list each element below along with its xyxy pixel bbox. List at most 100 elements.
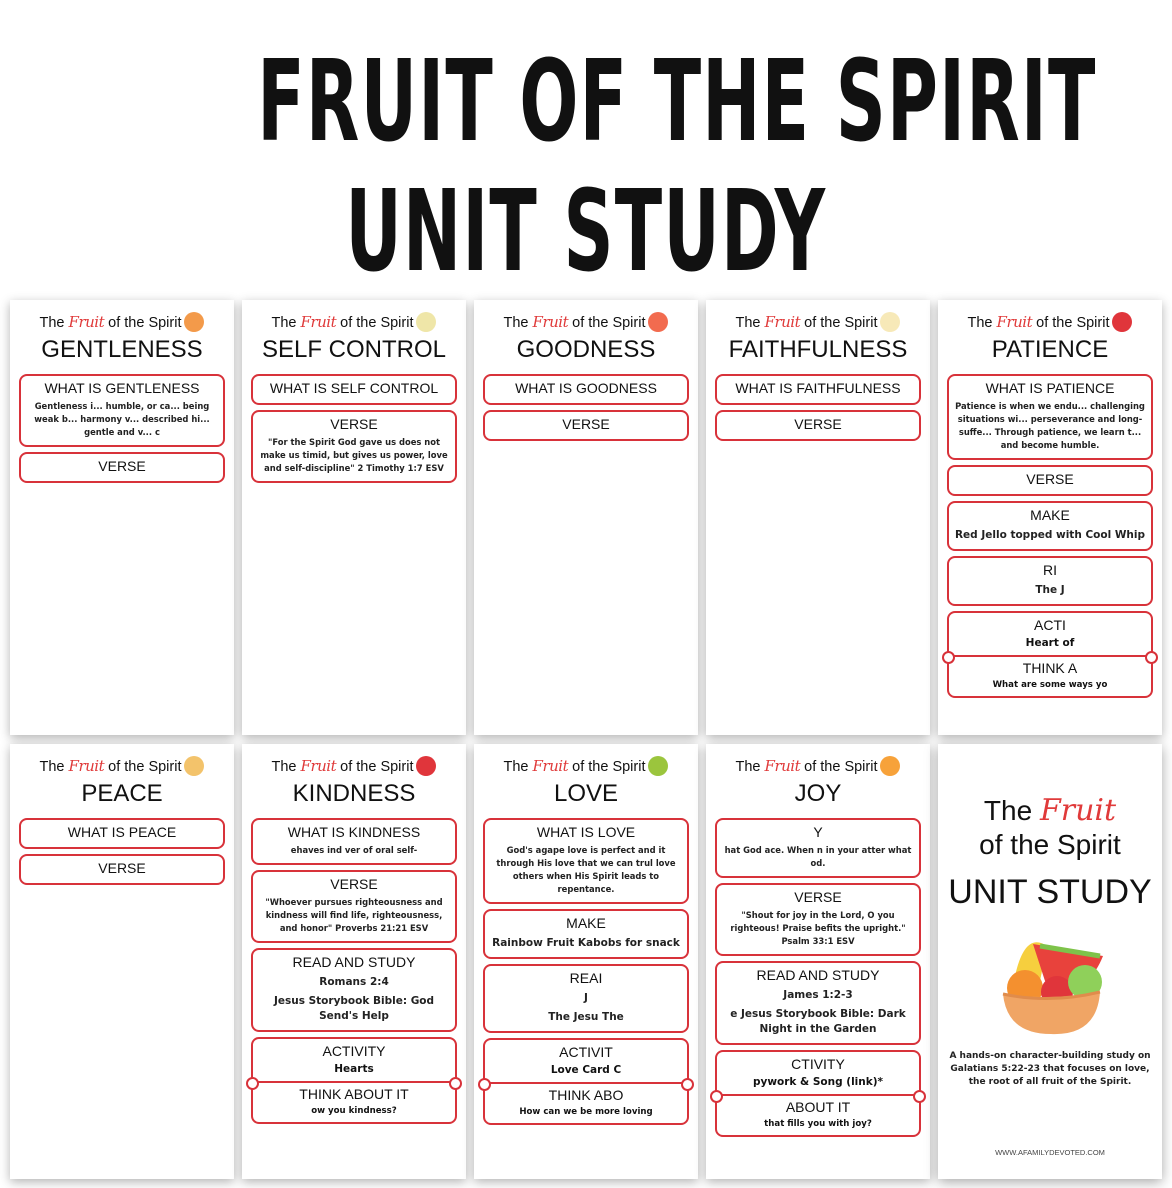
make-box-heading: MAKE: [1030, 507, 1070, 523]
what-is-box: WHAT IS SELF CONTROL: [251, 374, 457, 405]
worksheet-header: The Fruit of the Spirit: [715, 310, 921, 335]
think-text: ow you kindness?: [311, 1106, 397, 1116]
what-is-box-heading: WHAT IS PATIENCE: [985, 380, 1115, 396]
think-heading: THINK ABOUT IT: [299, 1086, 409, 1102]
think-heading: ABOUT IT: [785, 1099, 851, 1115]
verse-box-text: "Whoever pursues righteousness and kindn…: [265, 897, 443, 933]
header-of-spirit: of the Spirit: [804, 315, 878, 331]
kiwi-icon: [648, 756, 669, 776]
make-box-text: Rainbow Fruit Kabobs for snack: [492, 937, 680, 949]
worksheet-header: The Fruit of the Spirit: [251, 754, 457, 779]
headline-line-1: FRUIT OF THE SPIRIT: [257, 37, 1097, 167]
divider-knob: [913, 1090, 926, 1103]
read-study-box-text: The J: [1035, 584, 1065, 596]
activity-text: pywork & Song (link)*: [752, 1076, 884, 1088]
headline-line-2: UNIT STUDY: [345, 167, 827, 297]
make-box-text: Red Jello topped with Cool Whip: [954, 529, 1146, 541]
what-is-box-heading: Y: [813, 824, 823, 840]
header-the: The: [271, 759, 297, 775]
verse-box-heading: VERSE: [562, 416, 610, 432]
strawberry-icon: [1112, 312, 1133, 332]
worksheet-title: GOODNESS: [516, 336, 656, 363]
header-the: The: [39, 315, 65, 331]
fruit-word: Fruit: [764, 313, 801, 331]
fruit-word: Fruit: [996, 313, 1033, 331]
make-box: MAKE Red Jello topped with Cool Whip: [947, 501, 1153, 551]
what-is-box-heading: WHAT IS GOODNESS: [515, 380, 657, 396]
worksheet-header: The Fruit of the Spirit: [19, 754, 225, 779]
read-study-box-text: J: [584, 992, 588, 1004]
think-text: How can we be more loving: [519, 1107, 653, 1117]
divider-row: [478, 1078, 694, 1091]
grapefruit-icon: [648, 312, 669, 332]
verse-box: VERSE: [19, 854, 225, 885]
fruit-word: Fruit: [764, 757, 801, 775]
what-is-box-heading: WHAT IS FAITHFULNESS: [735, 380, 901, 396]
read-study-box: RI The J: [947, 556, 1153, 606]
divider-knob: [710, 1090, 723, 1103]
worksheet-header: The Fruit of the Spirit: [947, 310, 1153, 335]
divider-knob: [942, 651, 955, 664]
fruit-word: Fruit: [532, 313, 569, 331]
worksheet-title: JOY: [794, 780, 842, 807]
worksheet-title: FAITHFULNESS: [728, 336, 908, 363]
divider-knob: [449, 1077, 462, 1090]
divider-line: [949, 655, 1151, 657]
worksheet-header: The Fruit of the Spirit: [19, 310, 225, 335]
verse-box-heading: VERSE: [330, 416, 378, 432]
divider-row: [710, 1090, 926, 1103]
verse-box-text: "Shout for joy in the Lord, O you righte…: [730, 910, 906, 946]
divider-line: [253, 1081, 455, 1083]
what-is-box-text: God's agape love is perfect and it throu…: [496, 845, 676, 894]
think-heading: THINK A: [1022, 660, 1078, 676]
header-the: The: [967, 315, 993, 331]
header-of-spirit: of the Spirit: [572, 315, 646, 331]
divider-line: [485, 1082, 687, 1084]
fruit-word: Fruit: [68, 757, 105, 775]
read-study-box-text: James 1:2-3: [783, 989, 853, 1001]
read-study-box-text-2: e Jesus Storybook Bible: Dark Night in t…: [730, 1008, 906, 1035]
verse-box-heading: VERSE: [98, 860, 146, 876]
peach-icon: [184, 756, 205, 776]
watermelon-icon: [416, 756, 437, 776]
make-box-heading: MAKE: [566, 915, 606, 931]
header-of-spirit: of the Spirit: [340, 759, 414, 775]
worksheet-header: The Fruit of the Spirit: [251, 310, 457, 335]
what-is-box-heading: WHAT IS LOVE: [536, 824, 636, 840]
what-is-box-heading: WHAT IS GENTLENESS: [44, 380, 200, 396]
activity-text: Heart of: [1025, 637, 1075, 649]
worksheet-header: The Fruit of the Spirit: [483, 310, 689, 335]
what-is-box-text: hat God ace. When n in your atter what o…: [724, 845, 912, 868]
activity-heading: CTIVITY: [791, 1056, 845, 1072]
worksheet-title: KINDNESS: [292, 780, 416, 807]
orange-icon: [880, 756, 901, 776]
what-is-box-heading: WHAT IS PEACE: [67, 824, 177, 840]
verse-box: VERSE"Shout for joy in the Lord, O you r…: [715, 883, 921, 956]
cover-subtitle: UNIT STUDY: [948, 873, 1152, 911]
read-study-box-text-2: The Jesu The: [548, 1011, 624, 1023]
verse-box-heading: VERSE: [794, 416, 842, 432]
verse-box: VERSE: [483, 410, 689, 441]
header-the: The: [735, 759, 761, 775]
fruit-basket-icon: [1002, 942, 1103, 1035]
read-study-box-heading: RI: [1043, 562, 1057, 578]
what-is-box-heading: WHAT IS KINDNESS: [287, 824, 421, 840]
read-study-box-heading: READ AND STUDY: [292, 954, 416, 970]
read-study-box-heading: REAI: [569, 970, 603, 986]
verse-box: VERSE: [715, 410, 921, 441]
header-of-spirit: of the Spirit: [572, 759, 646, 775]
header-the: The: [503, 759, 529, 775]
worksheet-title: LOVE: [553, 780, 619, 807]
header-of-spirit: of the Spirit: [340, 315, 414, 331]
worksheet-header: The Fruit of the Spirit: [483, 754, 689, 779]
